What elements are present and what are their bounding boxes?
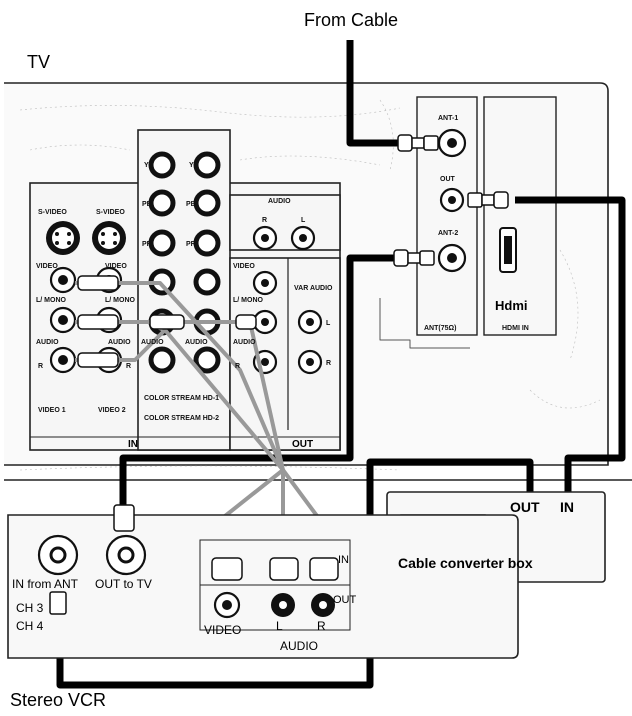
ant-out-label: OUT [440, 176, 456, 183]
in-from-ant-label: IN from ANT [12, 577, 79, 591]
audio-out-label: AUDIO [268, 198, 291, 205]
ant1-connector [397, 134, 439, 152]
vcr-in-tag: IN [338, 554, 349, 566]
r-1-label: R [38, 363, 43, 370]
y2-label: Y [189, 162, 194, 169]
var-r-label: R [326, 360, 331, 367]
y1-label: Y [144, 162, 149, 169]
r-2-label: R [126, 363, 131, 370]
vcr-out-tag: OUT [333, 594, 357, 606]
pr2-label: PR [186, 241, 196, 248]
out-connector [467, 191, 509, 209]
vcr-audio-label: AUDIO [280, 639, 318, 653]
hdmi-panel [483, 96, 557, 336]
out-lmono-label: L/ MONO [233, 297, 263, 304]
audio-out-top-jacks [252, 225, 316, 251]
pr1-label: PR [142, 241, 152, 248]
svideo-2-label: S-VIDEO [96, 209, 125, 216]
ch4-label: CH 4 [16, 619, 44, 633]
tv-label: TV [27, 52, 50, 72]
ant1-label: ANT-1 [438, 115, 458, 122]
colorstream-1-label: COLOR STREAM HD-1 [144, 395, 219, 402]
cable-from-wall [346, 40, 400, 147]
from-cable-label: From Cable [304, 10, 398, 30]
out-to-tv-label: OUT to TV [95, 577, 152, 591]
svideo-1-label: S-VIDEO [38, 209, 67, 216]
out-label: OUT [292, 439, 313, 450]
vcr-l-label: L [276, 619, 283, 633]
rca-plugs-tv [77, 275, 257, 368]
out-video-label: VIDEO [233, 263, 255, 270]
cable-out-to-converter [515, 196, 626, 492]
hdmi-logo: Hdmi [495, 298, 528, 313]
video1-label: VIDEO 1 [38, 407, 66, 414]
video-2-jack-label: VIDEO [105, 263, 127, 270]
cable-vcr-to-ant2 [119, 254, 398, 510]
pb1-label: PB [142, 201, 152, 208]
svideo-1-jack [46, 221, 80, 255]
hdmi-in-label: HDMI IN [502, 325, 529, 332]
converter-in-label: IN [560, 499, 574, 515]
ch3-label: CH 3 [16, 601, 44, 615]
audio-c2-label: AUDIO [185, 339, 208, 346]
var-audio-label: VAR AUDIO [294, 285, 333, 292]
antenna-panel [416, 96, 478, 336]
out-audio-label: AUDIO [233, 339, 256, 346]
ant2-label: ANT-2 [438, 230, 458, 237]
vcr-video-label: VIDEO [204, 623, 241, 637]
audio-out-l: L [301, 217, 306, 224]
converter-out-label: OUT [510, 499, 540, 515]
vcr-panel [7, 504, 519, 659]
pb2-label: PB [186, 201, 196, 208]
audio-c1-label: AUDIO [141, 339, 164, 346]
ant2-connector [393, 249, 435, 267]
svideo-2-jack [92, 221, 126, 255]
vcr-label: Stereo VCR [10, 690, 106, 710]
converter-name: Cable converter box [398, 555, 533, 571]
out-r-label: R [235, 363, 240, 370]
var-l-label: L [326, 320, 331, 327]
video2-label: VIDEO 2 [98, 407, 126, 414]
audio-out-r: R [262, 217, 267, 224]
lmono-1-label: L/ MONO [36, 297, 66, 304]
video-1-jack-label: VIDEO [36, 263, 58, 270]
in-label: IN [128, 439, 138, 450]
av-out-jacks [252, 270, 323, 375]
lmono-2-label: L/ MONO [105, 297, 135, 304]
vcr-r-label: R [317, 619, 326, 633]
colorstream-2-label: COLOR STREAM HD-2 [144, 415, 219, 422]
ant75-label: ANT(75Ω) [424, 325, 456, 332]
audio-1-label: AUDIO [36, 339, 59, 346]
audio-2-label: AUDIO [108, 339, 131, 346]
